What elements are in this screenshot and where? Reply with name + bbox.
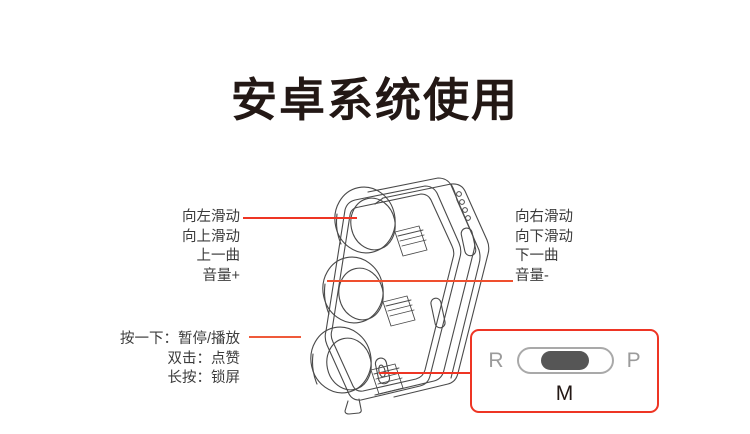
mode-switch-callout: R P M [470,329,659,413]
mode-switch-knob [378,364,386,378]
mode-switch-track[interactable] [516,346,614,374]
mode-switch-knob[interactable] [541,350,590,370]
phone-lens-line-art [310,177,490,415]
mode-switch-row: R P [472,343,657,377]
annotation-line: 双击：点赞 [167,350,241,367]
mode-label-r: R [488,348,504,372]
leader-line-switch-callout [379,372,474,374]
lens-middle-inner [338,267,384,321]
mode-label-p: P [626,348,641,372]
lens-bottom-inner [326,337,372,391]
lens-top-inner [350,197,396,251]
mode-switch-button [374,357,391,385]
lens-bottom-outer [310,326,372,394]
leader-line-bottom-left [249,336,301,338]
usb-c-port [430,297,446,329]
annotation-line: 向右滑动 [515,209,573,225]
annotation-swipe-right-down: 向右滑动 向下滑动 下一曲 音量- [515,208,675,286]
lens-top-outer [334,186,396,254]
leader-line-top-left [243,217,357,219]
leader-line-middle-right [327,280,513,282]
annotation-line: 音量+ [202,267,240,284]
grip-strip-middle [382,295,416,327]
page-title: 安卓系统使用 [231,74,519,126]
lens-middle-outer [322,256,384,324]
sensor-dots [456,191,471,221]
device-illustration [255,170,500,415]
annotation-line: 向下滑动 [515,228,573,245]
grip-strip-top [394,225,428,257]
annotation-line: 下一曲 [515,248,559,264]
annotation-line: 按一下：暂停/播放 [119,331,240,347]
annotation-tap-gestures: 按一下：暂停/播放 双击：点赞 长按：锁屏 [60,330,240,389]
side-button-upper [460,227,477,257]
annotation-line: 长按：锁屏 [167,370,241,386]
annotation-line: 向上滑动 [182,228,240,245]
mode-label-m: M [555,382,574,405]
phone-mid-plate [367,177,476,396]
annotation-line: 向左滑动 [182,209,240,225]
annotation-line: 上一曲 [196,248,241,264]
phone-rear-outline [382,183,490,398]
device-foot [344,398,362,415]
annotation-line: 音量- [515,267,549,284]
annotation-swipe-left-up: 向左滑动 向上滑动 上一曲 音量+ [90,208,240,286]
